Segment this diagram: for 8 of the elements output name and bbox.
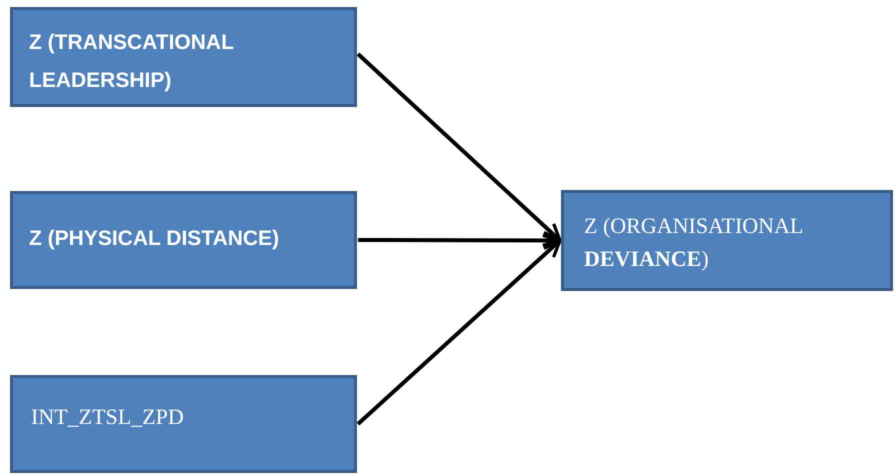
box-label: Z (ORGANISATIONAL DEVIANCE) xyxy=(584,212,804,273)
box-label: Z (TRANSCATIONAL LEADERSHIP) xyxy=(29,30,235,94)
variable-box xyxy=(10,191,357,289)
box-label: INT_ZTSL_ZPD xyxy=(31,403,185,431)
box-label: Z (PHYSICAL DISTANCE) xyxy=(29,226,280,252)
variable-box xyxy=(10,7,357,107)
variable-box xyxy=(561,190,893,291)
variable-box xyxy=(10,375,357,473)
